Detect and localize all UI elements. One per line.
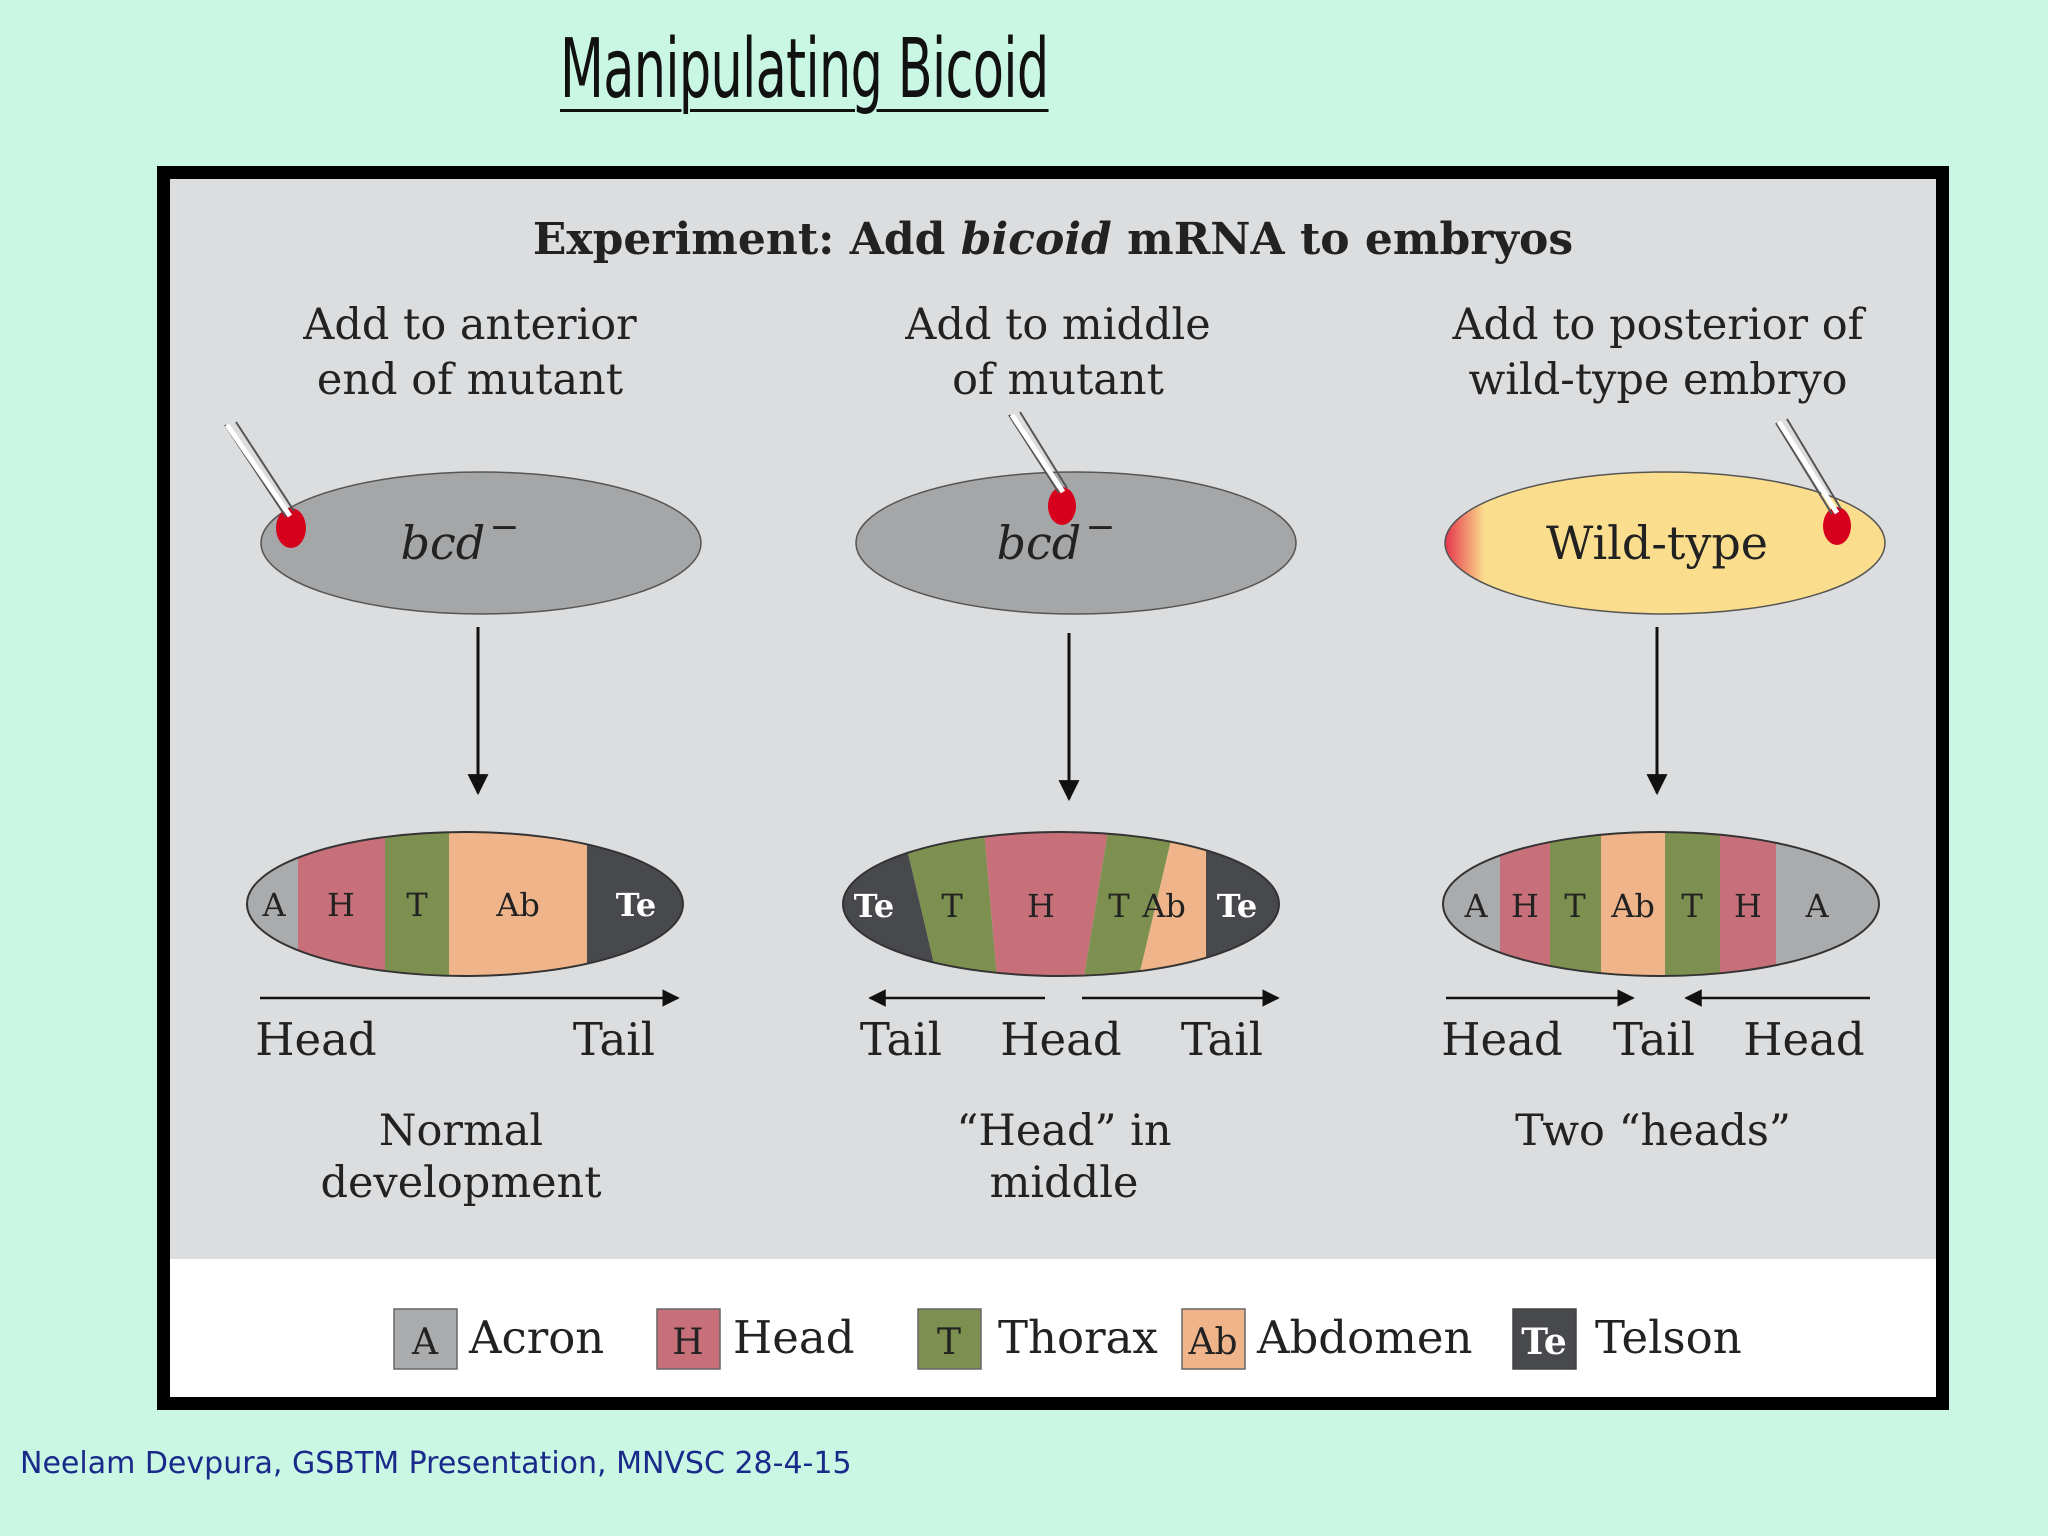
egg-label: bcd−	[997, 507, 1116, 570]
axis-label: Head	[255, 1013, 377, 1066]
segment-thorax	[1665, 832, 1720, 976]
figure-panel: Experiment: Add bicoid mRNA to embryos A…	[170, 179, 1936, 1397]
injection-spot	[276, 508, 306, 548]
legend-item-telson: Te Telson	[1512, 1308, 1742, 1370]
segment-label: Ab	[495, 886, 540, 924]
legend-abbr: T	[937, 1322, 961, 1363]
experiment-diagram: Experiment: Add bicoid mRNA to embryos A…	[170, 179, 1936, 1370]
segment-label: H	[327, 886, 355, 924]
legend-abbr: H	[672, 1322, 703, 1363]
segment-label: H	[1734, 887, 1762, 925]
experiment-header: Experiment: Add bicoid mRNA to embryos	[533, 214, 1573, 265]
embryo-outline	[246, 831, 684, 977]
header-suffix: mRNA to embryos	[1112, 214, 1573, 265]
legend-abbr: Ab	[1187, 1322, 1237, 1363]
egg-label: Wild-type	[1546, 516, 1768, 570]
injection-needle	[224, 421, 295, 518]
outcome-line-1: Two “heads”	[1515, 1106, 1791, 1156]
segment-thorax	[1550, 832, 1601, 976]
instruction-line-1: Add to middle	[904, 300, 1210, 350]
legend-swatch	[393, 1308, 458, 1370]
segment-head	[1720, 832, 1776, 976]
figure-background	[170, 179, 1936, 1259]
outcome-line-1: “Head” in	[956, 1106, 1171, 1156]
segment-thorax	[900, 832, 998, 976]
slide-footer: Neelam Devpura, GSBTM Presentation, MNVS…	[20, 1446, 852, 1481]
instruction-line-1: Add to posterior of	[1451, 300, 1866, 350]
segment-abdomen	[1136, 832, 1206, 976]
segment-label: T	[1681, 887, 1703, 925]
legend-swatch	[1512, 1308, 1577, 1370]
instruction-line-1: Add to anterior	[302, 300, 637, 350]
legend-item-thorax: T Thorax	[917, 1308, 1158, 1370]
legend-label: Abdomen	[1256, 1311, 1473, 1364]
legend-label: Head	[733, 1311, 855, 1364]
instruction-line-2: of mutant	[952, 355, 1164, 405]
segment-label: Te	[1217, 887, 1258, 925]
figure-frame: Experiment: Add bicoid mRNA to embryos A…	[157, 166, 1949, 1410]
outcome-line-2: development	[320, 1158, 601, 1208]
segment-label: Ab	[1141, 887, 1186, 925]
legend-label: Thorax	[998, 1311, 1158, 1364]
segment-label: A	[261, 886, 286, 924]
axis-label: Head	[1000, 1013, 1122, 1066]
header-prefix: Experiment: Add	[533, 214, 961, 265]
segment-head	[298, 832, 385, 976]
legend-item-head: H Head	[656, 1308, 855, 1370]
segment-label: T	[1564, 887, 1586, 925]
segment-label: T	[406, 886, 428, 924]
column-posterior: Add to posterior of wild-type embryo Wil…	[1441, 300, 1886, 1156]
segment-label: Ab	[1610, 887, 1655, 925]
segment-head	[1500, 832, 1550, 976]
segment-thorax	[385, 832, 449, 976]
axis-label: Head	[1743, 1013, 1865, 1066]
injection-needle	[1775, 418, 1842, 515]
legend: A Acron H Head T Thorax Ab Abdomen	[393, 1308, 1742, 1370]
mutant-egg	[260, 471, 702, 615]
embryo-outline	[1442, 831, 1880, 977]
injection-spot	[1048, 487, 1076, 525]
axis-label: Head	[1441, 1013, 1563, 1066]
legend-swatch	[656, 1308, 721, 1370]
segment-abdomen	[1601, 832, 1665, 976]
instruction-line-2: end of mutant	[317, 355, 623, 405]
embryo-outline	[842, 831, 1280, 977]
wildtype-egg	[1444, 471, 1886, 615]
legend-abbr: A	[411, 1322, 439, 1363]
segment-label: A	[1804, 887, 1829, 925]
injection-needle	[1008, 411, 1068, 494]
legend-item-abdomen: Ab Abdomen	[1181, 1308, 1473, 1370]
legend-abbr: Te	[1521, 1321, 1567, 1363]
segment-label: T	[941, 887, 963, 925]
outcome-line-2: middle	[990, 1158, 1139, 1208]
instruction-line-2: wild-type embryo	[1468, 355, 1847, 405]
segment-abdomen	[449, 832, 587, 976]
legend-label: Telson	[1595, 1311, 1742, 1364]
mutant-egg	[855, 471, 1297, 615]
axis-label: Tail	[573, 1013, 655, 1066]
segment-label: Te	[854, 887, 895, 925]
column-middle: Add to middle of mutant bcd−	[842, 300, 1297, 1208]
axis-label: Tail	[1181, 1013, 1263, 1066]
axis-label: Tail	[1613, 1013, 1695, 1066]
legend-item-acron: A Acron	[393, 1308, 604, 1370]
legend-swatch	[1181, 1308, 1246, 1370]
segment-label: Te	[616, 886, 657, 924]
slide-title: Manipulating Bicoid	[560, 22, 1049, 117]
segment-thorax	[1082, 832, 1176, 976]
segment-label: T	[1108, 887, 1130, 925]
segment-label: H	[1511, 887, 1539, 925]
legend-swatch	[917, 1308, 982, 1370]
segment-label: A	[1463, 887, 1488, 925]
outcome-line-1: Normal	[379, 1106, 543, 1156]
injection-spot	[1823, 507, 1851, 545]
egg-label: bcd−	[401, 507, 520, 570]
header-italic: bicoid	[961, 214, 1112, 265]
segment-label: H	[1027, 887, 1055, 925]
axis-label: Tail	[860, 1013, 942, 1066]
legend-label: Acron	[468, 1311, 604, 1364]
segment-head	[983, 832, 1110, 976]
